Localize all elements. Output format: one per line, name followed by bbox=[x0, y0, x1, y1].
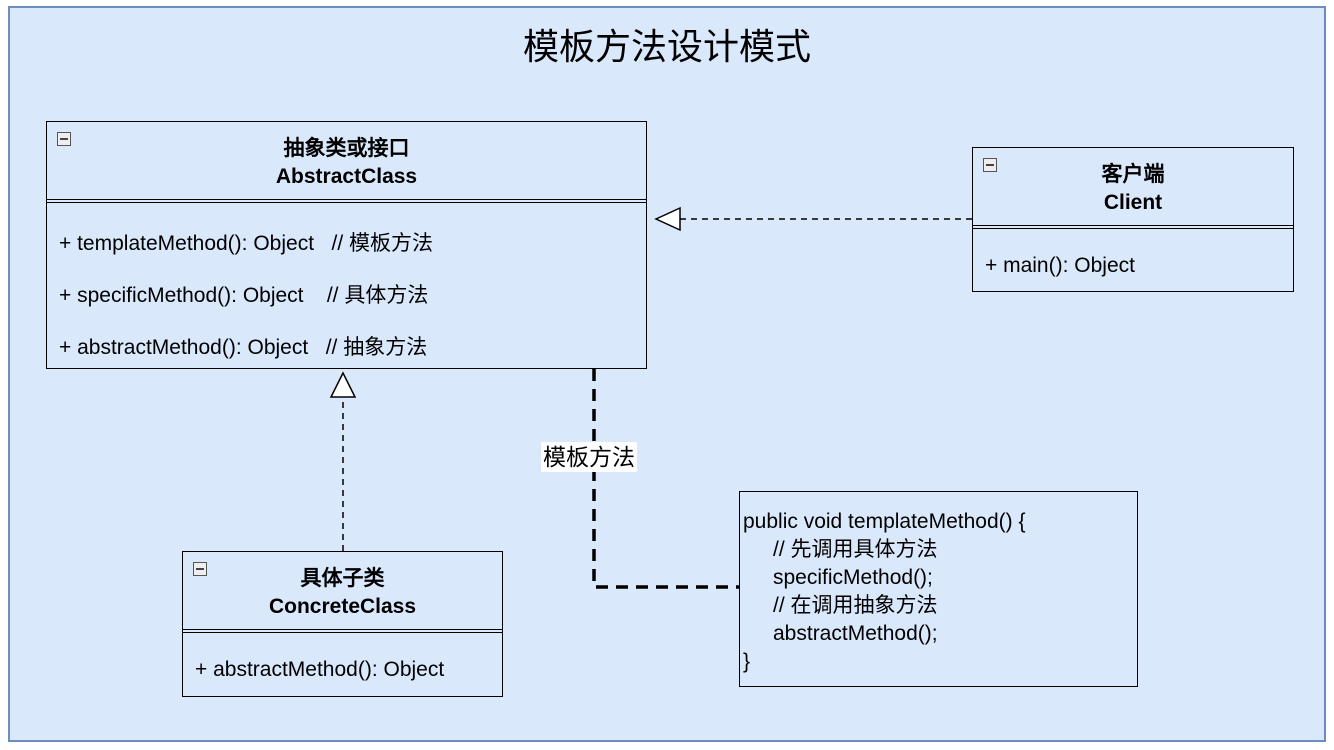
note-line: specificMethod(); bbox=[773, 566, 933, 589]
abstract-class-name-cn: 抽象类或接口 bbox=[283, 137, 410, 160]
note-line: } bbox=[743, 650, 751, 673]
collapse-toggle-icon[interactable] bbox=[983, 158, 997, 172]
abstract-class-box[interactable]: 抽象类或接口 AbstractClass + templateMethod():… bbox=[46, 121, 647, 369]
client-class-name-cn: 客户端 bbox=[1101, 163, 1165, 186]
note-line: // 先调用具体方法 bbox=[773, 538, 938, 561]
concrete-class-box[interactable]: 具体子类 ConcreteClass + abstractMethod(): O… bbox=[182, 551, 503, 697]
concrete-class-name-cn: 具体子类 bbox=[300, 567, 385, 590]
concrete-class-divider bbox=[183, 629, 502, 633]
abstract-class-divider bbox=[47, 199, 646, 203]
note-line: public void templateMethod() { bbox=[743, 510, 1026, 533]
note-line: abstractMethod(); bbox=[773, 622, 938, 645]
abstract-member-specific-method: + specificMethod(): Object // 具体方法 bbox=[59, 284, 429, 307]
abstract-member-template-method: + templateMethod(): Object // 模板方法 bbox=[59, 232, 434, 255]
collapse-toggle-icon[interactable] bbox=[57, 132, 71, 146]
diagram-canvas bbox=[8, 6, 1326, 742]
client-class-name-en: Client bbox=[1103, 191, 1163, 214]
client-member-main: + main(): Object bbox=[985, 254, 1135, 277]
note-line: // 在调用抽象方法 bbox=[773, 594, 938, 617]
abstract-class-name-en: AbstractClass bbox=[275, 165, 418, 188]
template-method-edge-label: 模板方法 bbox=[541, 442, 637, 472]
note-link-line[interactable] bbox=[592, 369, 739, 589]
concrete-realization-arrowhead bbox=[329, 371, 357, 398]
diagram-title: 模板方法设计模式 bbox=[522, 26, 811, 67]
client-class-divider bbox=[973, 225, 1293, 229]
concrete-member-abstract-method: + abstractMethod(): Object bbox=[195, 658, 445, 681]
client-class-box[interactable]: 客户端 Client + main(): Object bbox=[972, 147, 1294, 292]
client-class-header: 客户端 Client bbox=[973, 148, 1293, 217]
concrete-class-header: 具体子类 ConcreteClass bbox=[183, 552, 502, 621]
concrete-class-name-en: ConcreteClass bbox=[268, 595, 417, 618]
collapse-toggle-icon[interactable] bbox=[193, 562, 207, 576]
abstract-member-abstract-method: + abstractMethod(): Object // 抽象方法 bbox=[59, 336, 428, 359]
client-dependency-arrowhead bbox=[654, 206, 681, 232]
abstract-class-header: 抽象类或接口 AbstractClass bbox=[47, 122, 646, 191]
code-note[interactable]: public void templateMethod() { // 先调用具体方… bbox=[739, 491, 1138, 687]
